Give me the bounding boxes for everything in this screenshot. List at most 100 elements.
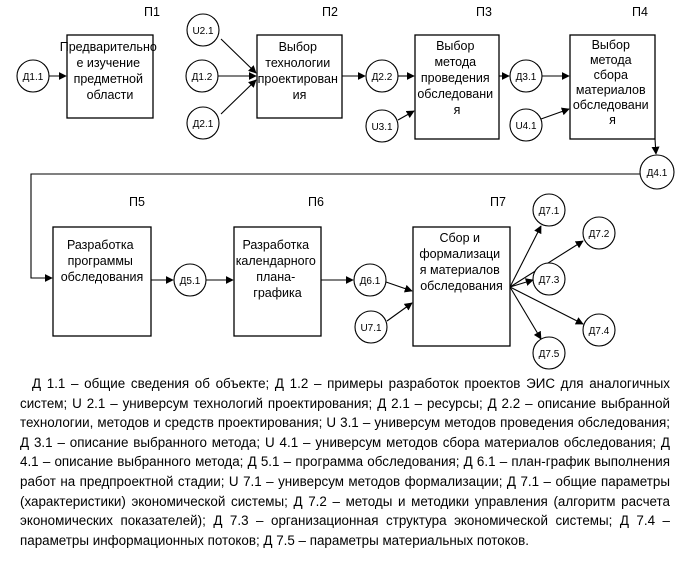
edge-u31-p3 — [397, 110, 415, 121]
edge-p7-d71 — [509, 225, 542, 288]
legend-text: Д 1.1 – общие сведения об объекте; Д 1.2… — [20, 376, 670, 548]
node-label: U2.1 — [192, 26, 214, 37]
node-circle — [365, 109, 399, 143]
node-circle — [353, 263, 387, 297]
node-circle — [582, 313, 616, 347]
node-circle — [186, 106, 220, 140]
process-title-line: метода — [590, 53, 632, 67]
node-label: Д2.1 — [193, 119, 214, 130]
process-title-line: Предварительно — [60, 40, 157, 54]
node-d31: Д3.1 — [509, 59, 543, 93]
node-circle — [173, 263, 207, 297]
process-title-line: предметной — [74, 72, 143, 86]
process-p2: П2 Выбор технологии проектирован ия — [256, 5, 343, 119]
node-d71: Д7.1 — [532, 193, 566, 227]
process-label: П7 — [490, 195, 506, 209]
node-d12: Д1.2 — [185, 59, 219, 93]
process-label: П1 — [144, 5, 160, 19]
process-title-line: области — [87, 88, 134, 102]
node-circle — [639, 154, 675, 190]
process-title-line: обследовани — [573, 98, 649, 112]
node-label: Д5.1 — [180, 276, 201, 287]
process-label: П2 — [322, 5, 338, 19]
node-d61: Д6.1 — [353, 263, 387, 297]
node-label: Д1.1 — [23, 72, 44, 83]
edge-u21-p2 — [220, 38, 257, 74]
process-title-line: проектирован — [258, 72, 338, 86]
node-label: U3.1 — [371, 122, 393, 133]
node-label: Д7.1 — [539, 206, 560, 217]
node-label: Д3.1 — [516, 72, 537, 83]
node-label: Д7.4 — [589, 326, 610, 337]
node-d41: Д4.1 — [639, 154, 675, 190]
process-title-line: Выбор — [436, 39, 474, 53]
node-u31: U3.1 — [365, 109, 399, 143]
process-title-line: обследования — [420, 279, 503, 293]
process-p1: П1 Предварительно е изучение предметной … — [60, 5, 161, 119]
process-title-line: Выбор — [592, 38, 630, 52]
edge-p7-d73 — [509, 278, 534, 288]
process-title-line: технологии — [265, 56, 330, 70]
process-title: Разработка календарного плана- графика — [236, 238, 320, 300]
node-circle — [365, 59, 399, 93]
process-title-line: формализаци — [419, 247, 500, 261]
process-box — [66, 34, 154, 119]
node-label: Д1.2 — [192, 72, 213, 83]
node-circle — [354, 310, 388, 344]
process-title-line: проведения — [421, 71, 490, 85]
process-title-line: сбора — [594, 68, 628, 82]
process-title-line: метода — [434, 55, 476, 69]
process-title-line: материалов — [576, 83, 646, 97]
process-title: Выбор технологии проектирован ия — [258, 40, 342, 102]
process-title-line: я материалов — [420, 263, 500, 277]
edges — [30, 38, 660, 340]
process-p3: П3 Выбор метода проведения обследовани я — [414, 5, 500, 140]
edge-p7-d75 — [509, 286, 542, 340]
process-title-line: Разработка — [67, 238, 134, 252]
process-title: Выбор метода проведения обследовани я — [417, 39, 496, 117]
node-u41: U4.1 — [509, 108, 543, 142]
edge-p7-d74 — [509, 286, 584, 325]
process-title-line: программы — [68, 254, 133, 268]
node-u21: U2.1 — [186, 13, 220, 47]
process-flow-diagram: П1 Предварительно е изучение предметной … — [16, 5, 675, 370]
node-circle — [16, 59, 50, 93]
process-title: Предварительно е изучение предметной обл… — [60, 40, 161, 102]
process-title-line: обследовани — [417, 87, 493, 101]
process-label: П3 — [476, 5, 492, 19]
node-d22: Д2.2 — [365, 59, 399, 93]
node-u71: U7.1 — [354, 310, 388, 344]
node-label: Д7.5 — [539, 349, 560, 360]
node-circle — [185, 59, 219, 93]
node-d75: Д7.5 — [532, 336, 566, 370]
edge-d41-p5 — [30, 173, 641, 282]
process-title: Разработка программы обследования — [61, 238, 144, 284]
node-label: Д6.1 — [360, 276, 381, 287]
process-box — [412, 226, 511, 347]
node-circle — [582, 216, 616, 250]
process-title-line: графика — [253, 286, 301, 300]
process-title-line: ия — [293, 88, 307, 102]
node-label: Д4.1 — [647, 168, 668, 179]
node-d73: Д7.3 — [532, 262, 566, 296]
node-label: U7.1 — [360, 323, 382, 334]
process-box — [233, 226, 322, 337]
node-d51: Д5.1 — [173, 263, 207, 297]
process-label: П4 — [632, 5, 648, 19]
process-label: П6 — [308, 195, 324, 209]
node-d21: Д2.1 — [186, 106, 220, 140]
process-title-line: я — [609, 113, 616, 127]
edge-u41-p4 — [540, 107, 570, 120]
node-circle — [532, 193, 566, 227]
process-box — [256, 34, 343, 119]
node-circle — [509, 59, 543, 93]
process-title: Сбор и формализаци я материалов обследов… — [419, 231, 503, 293]
node-circle — [186, 13, 220, 47]
process-box — [414, 34, 500, 140]
process-title-line: Сбор и — [439, 231, 480, 245]
node-label: Д2.2 — [372, 72, 393, 83]
process-label: П5 — [129, 195, 145, 209]
process-title-line: я — [454, 103, 461, 117]
process-title: Выбор метода сбора материалов обследован… — [573, 38, 652, 127]
process-box — [52, 226, 152, 337]
